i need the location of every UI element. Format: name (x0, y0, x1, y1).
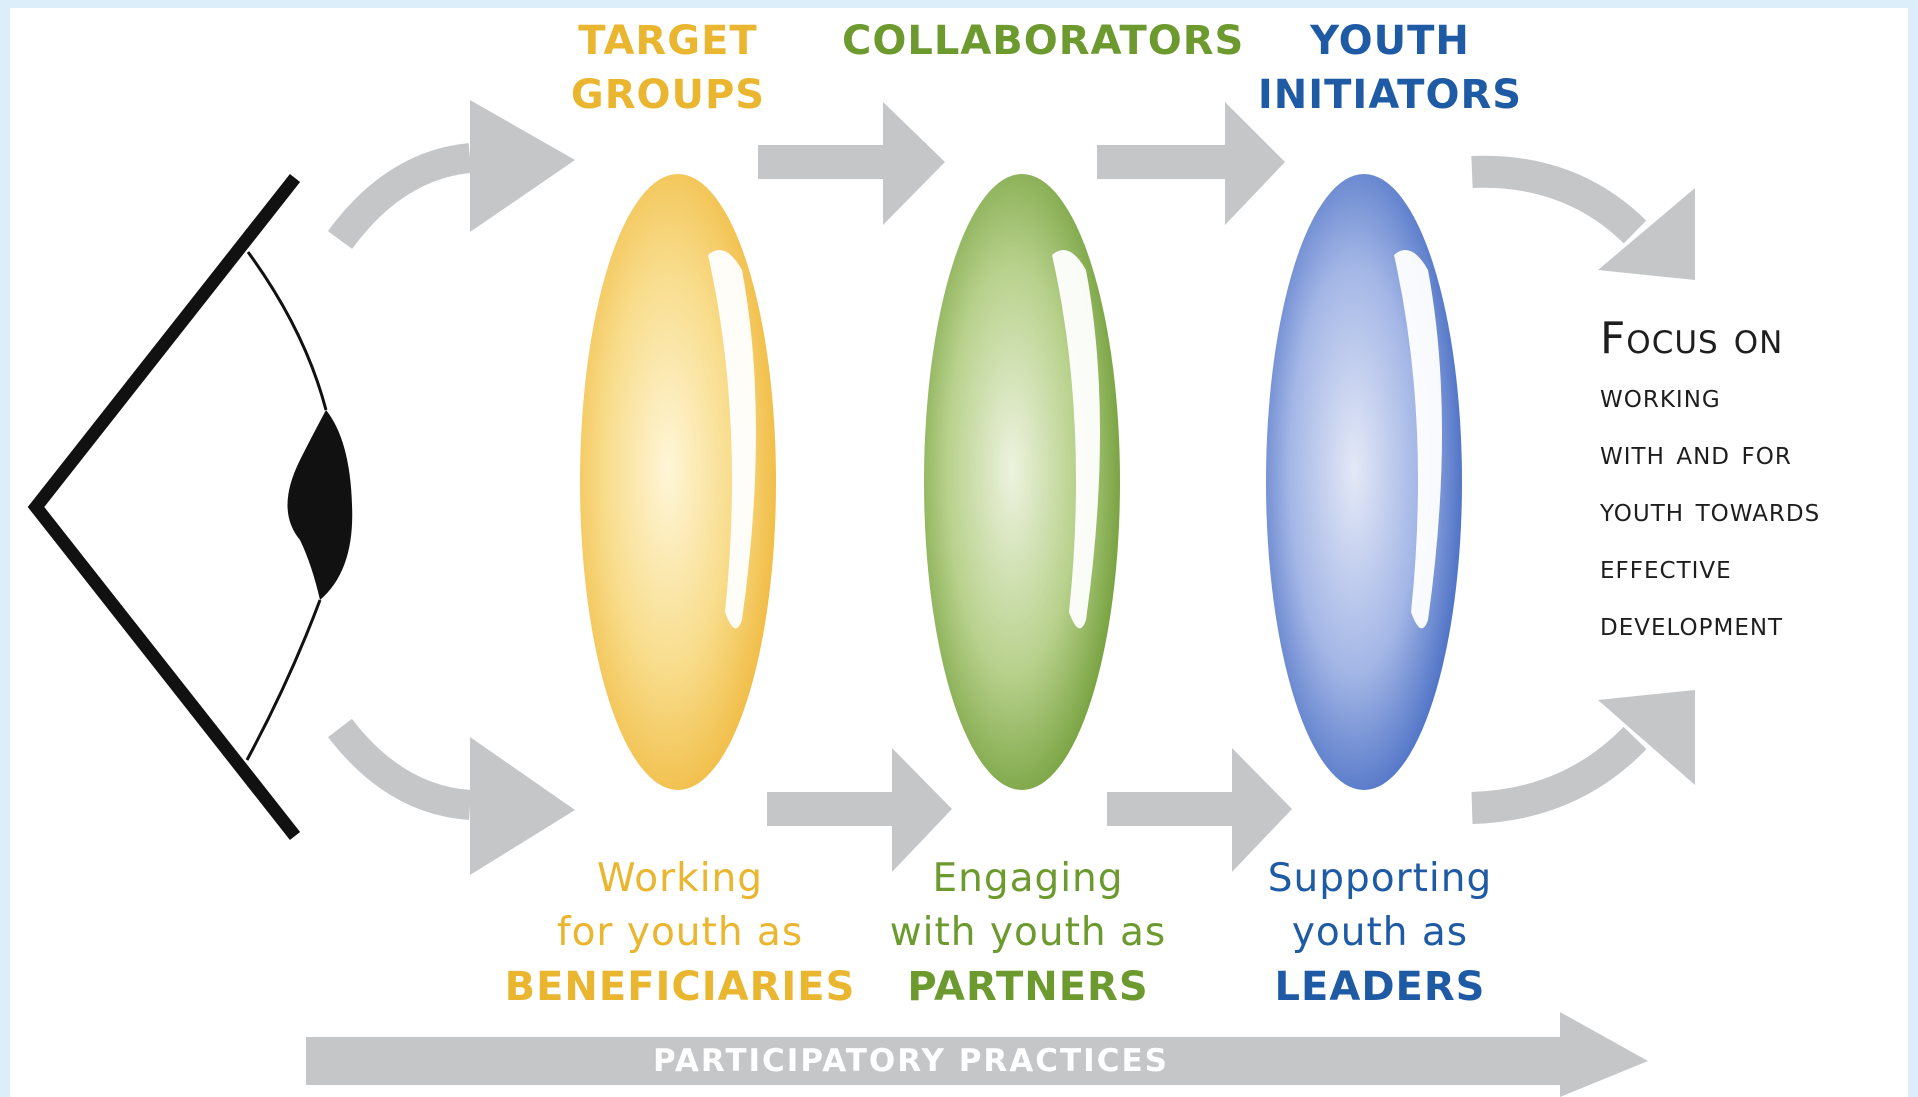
focus-line: working (1600, 376, 1721, 415)
stage-title-line: COLLABORATORS (842, 18, 1245, 64)
arrow-icon-bottom-1 (767, 748, 952, 872)
participatory-practices-arrow (306, 1012, 1648, 1097)
stage-title-target-groups: TARGET GROUPS (548, 14, 788, 122)
arrow-icon-upper-right (1471, 155, 1695, 280)
stage-title-line: YOUTH (1310, 18, 1470, 64)
stage-desc-line: Working (596, 856, 764, 901)
eye-icon (27, 173, 353, 841)
stage-role: LEADERS (1274, 964, 1486, 1010)
stage-title-youth-initiators: YOUTH INITIATORS (1255, 14, 1525, 122)
participatory-practices-label: PARTICIPATORY PRACTICES (653, 1043, 1169, 1079)
stage-desc-line: Engaging (932, 856, 1124, 901)
arrow-icon-upper-left (327, 100, 575, 250)
focus-line: with and for (1600, 433, 1792, 472)
lens-icon-youth-initiators (1266, 174, 1462, 790)
stage-description-beneficiaries: Working for youth as BENEFICIARIES (500, 852, 860, 1014)
stage-title-line: GROUPS (570, 72, 766, 118)
arrow-icon-lower-left (328, 718, 575, 875)
lens-icon-collaborators (924, 174, 1120, 790)
arrow-icon-bottom-2 (1107, 748, 1292, 872)
arrow-icon-lower-right (1471, 690, 1695, 824)
stage-desc-line: for youth as (556, 910, 804, 955)
focus-line: development (1600, 604, 1784, 643)
stage-role: BENEFICIARIES (504, 964, 856, 1010)
focus-line: effective (1600, 547, 1732, 586)
focus-line: Focus on (1600, 313, 1784, 364)
stage-role: PARTNERS (907, 964, 1149, 1010)
focus-statement: Focus on working with and for youth towa… (1600, 310, 1918, 652)
stage-title-line: INITIATORS (1257, 72, 1523, 118)
stage-desc-line: with youth as (889, 910, 1167, 955)
stage-title-collaborators: COLLABORATORS (842, 14, 1245, 68)
stage-desc-line: youth as (1291, 910, 1469, 955)
stage-description-partners: Engaging with youth as PARTNERS (878, 852, 1178, 1014)
arrow-icon-top-2 (1097, 102, 1285, 225)
stage-title-line: TARGET (578, 18, 758, 64)
focus-line: youth towards (1600, 490, 1821, 529)
stage-description-leaders: Supporting youth as LEADERS (1240, 852, 1520, 1014)
stage-desc-line: Supporting (1267, 856, 1493, 901)
arrow-icon-top-1 (758, 102, 945, 225)
lens-icon-target-groups (580, 174, 776, 790)
